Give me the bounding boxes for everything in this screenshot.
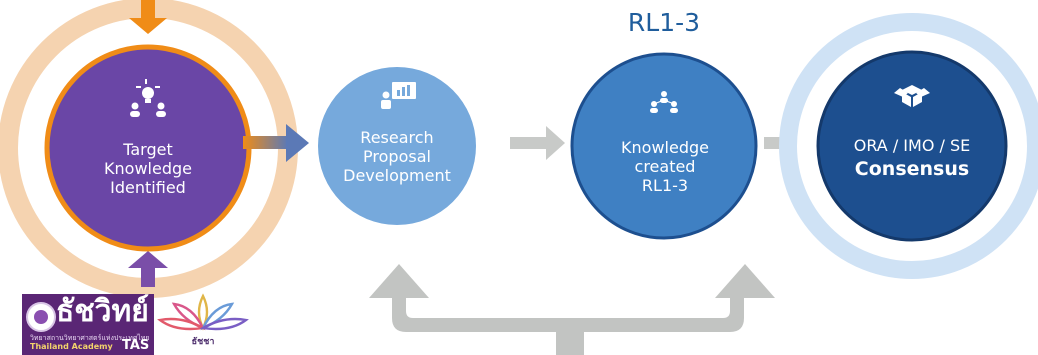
consensus-label-line-2: Consensus (854, 158, 970, 181)
tacha-logo-text: ธัชชา (191, 337, 215, 347)
target-knowledge-label: Target Knowledge Identified (78, 140, 218, 198)
tas-logo-title: ธัชวิทย์ (56, 294, 149, 329)
consensus-circle (816, 50, 1008, 242)
network-people-icon (650, 91, 678, 113)
knowledge-label-line-1: Knowledge (621, 138, 709, 157)
tacha-lotus-logo (157, 293, 249, 331)
research-proposal-circle (318, 67, 476, 225)
research-proposal-label: Research Proposal Development (323, 128, 471, 186)
proposal-label-line-1: Research (360, 128, 434, 147)
target-label-line-3: Identified (110, 178, 186, 198)
open-box-icon (894, 85, 930, 107)
knowledge-created-circle (570, 52, 758, 240)
top-input-arrow (129, 0, 167, 34)
presentation-icon (381, 82, 416, 109)
arrow-proposal-to-knowledge (510, 126, 565, 160)
proposal-label-line-3: Development (343, 166, 451, 186)
proposal-label-line-2: Proposal (363, 147, 431, 167)
tas-logo-english: Thailand Academy (30, 342, 113, 351)
target-label-line-1: Target (123, 140, 173, 159)
tas-logo-abbr: TAS (122, 338, 150, 353)
knowledge-label-line-2: created (634, 157, 696, 177)
bottom-input-arrow (128, 251, 168, 287)
tas-logo: ธัชวิทย์ วิทยาสถานวิทยาศาสตร์แห่งประเทศไ… (22, 294, 154, 355)
knowledge-label-line-3: RL1-3 (641, 176, 689, 196)
consensus-label: ORA / IMO / SE Consensus (828, 136, 996, 181)
arrow-target-to-proposal (243, 124, 309, 162)
knowledge-created-label: Knowledge created RL1-3 (590, 138, 740, 196)
target-label-line-2: Knowledge (104, 159, 192, 179)
consensus-label-line-1: ORA / IMO / SE (853, 136, 971, 155)
tas-logo-subtitle: วิทยาสถานวิทยาศาสตร์แห่งประเทศไทย (30, 334, 150, 342)
feedback-arrow (369, 264, 775, 355)
rl-title: RL1-3 (627, 8, 701, 37)
tas-seal-icon (26, 302, 56, 332)
idea-people-icon (130, 79, 166, 117)
